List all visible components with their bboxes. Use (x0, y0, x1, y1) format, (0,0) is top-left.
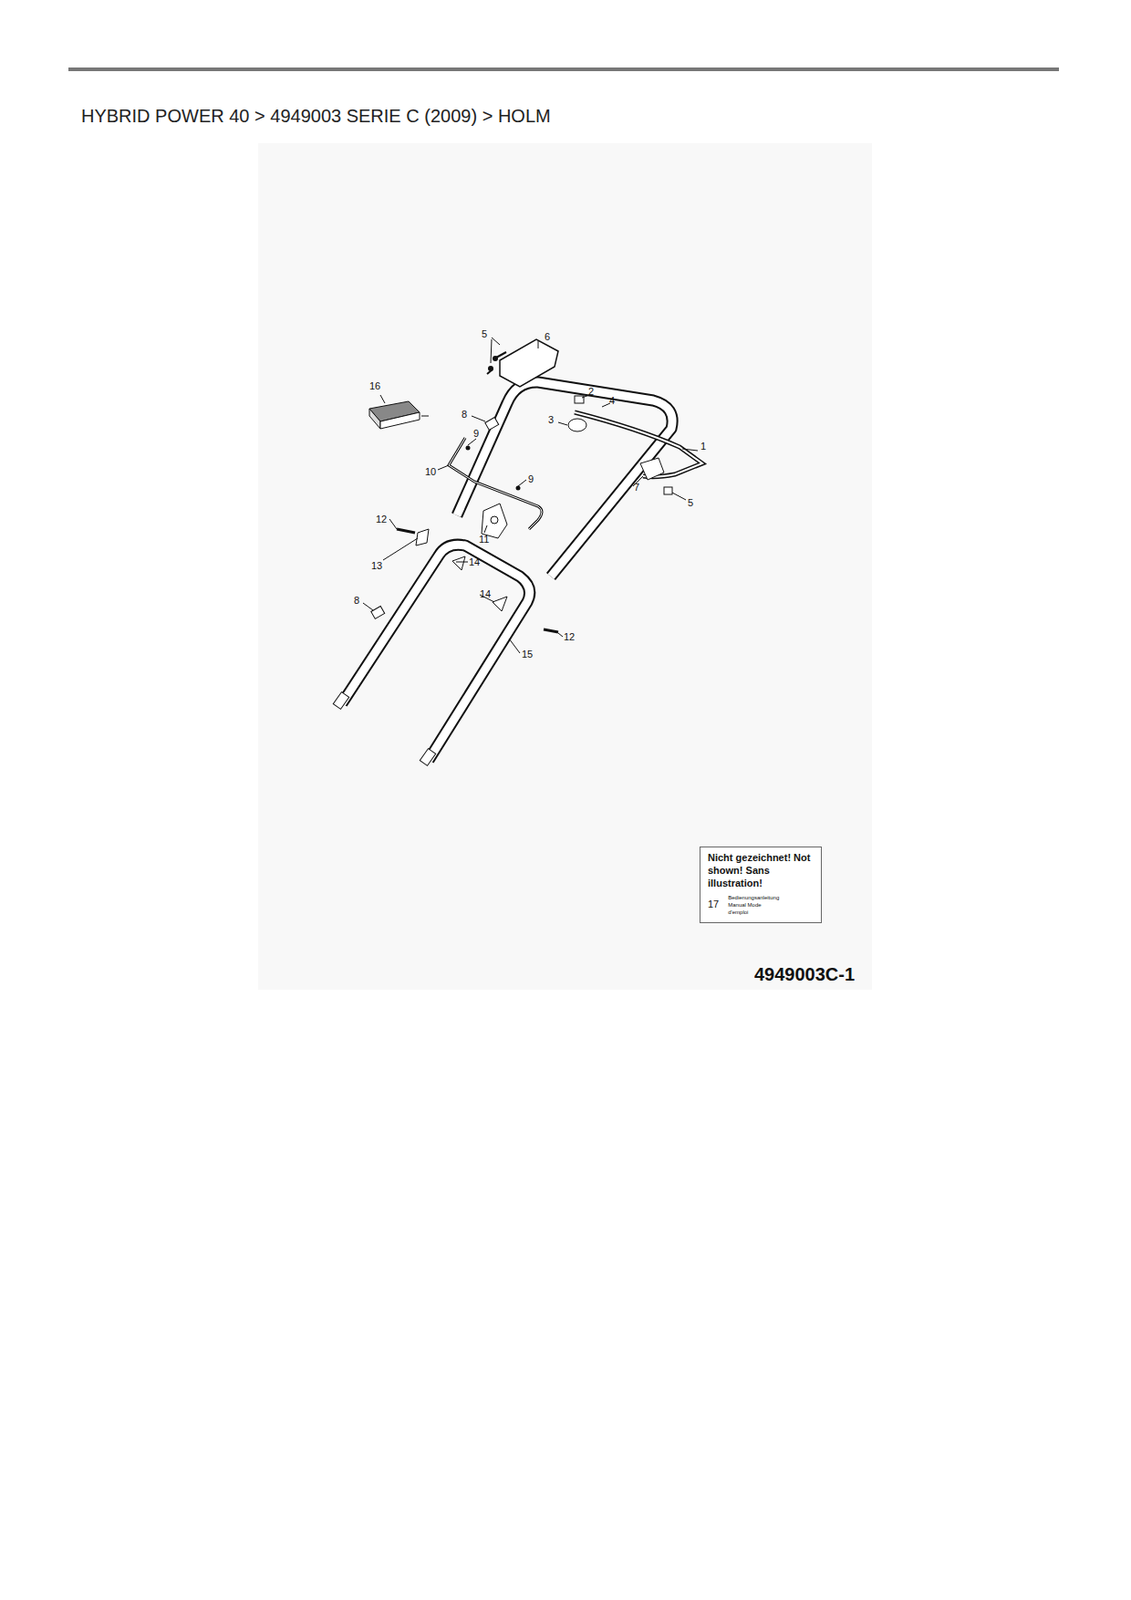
callout-number: 5 (687, 497, 694, 509)
callout-number: 14 (479, 588, 491, 600)
callout-number: 8 (461, 408, 467, 420)
callout-number: 4 (609, 394, 615, 406)
callout-number: 1 (700, 440, 706, 452)
callout-number: 13 (371, 560, 383, 571)
callout-number: 14 (468, 556, 480, 568)
callout-number: 11 (478, 533, 489, 545)
page-title: HYBRID POWER 40 > 4949003 SERIE C (2009)… (81, 105, 551, 126)
callout-number: 15 (521, 648, 533, 660)
callout-number: 9 (528, 473, 534, 485)
callout-number: 12 (375, 513, 387, 525)
callout-number: 9 (473, 427, 479, 439)
callout-number: 10 (425, 466, 436, 478)
note-text: Nicht gezeichnet! Not shown! Sans illust… (707, 851, 816, 890)
callout-number: 2 (588, 385, 594, 397)
callout-number: 7 (633, 481, 640, 493)
callout-number: 3 (548, 414, 554, 426)
callout-number: 17 (707, 898, 719, 910)
note-text: Bedienungsanleitung Manual Mode d'emploi (727, 894, 783, 916)
callout-number: 6 (544, 331, 550, 343)
callout-number: 8 (353, 594, 360, 606)
callout-number: 12 (563, 631, 575, 643)
callout-number: 5 (481, 328, 488, 340)
note-box: Nicht gezeichnet! Not shown! Sans illust… (699, 846, 822, 924)
figure-code: 4949003C-1 (754, 964, 855, 985)
callout-number: 16 (369, 380, 381, 392)
